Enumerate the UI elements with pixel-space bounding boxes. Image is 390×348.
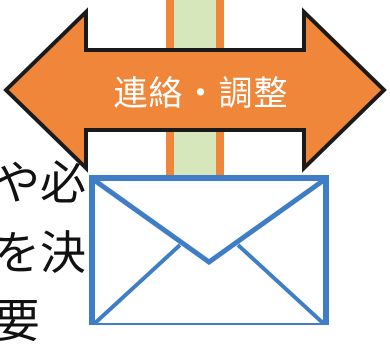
envelope-fold-left — [92, 243, 182, 325]
bar-right-edge — [216, 0, 224, 325]
partial-text-line-1: や必 — [0, 156, 86, 210]
partial-text-line-2: を決 — [0, 226, 86, 280]
bar-left-edge — [166, 0, 174, 325]
arrow-label: 連絡・調整 — [113, 73, 289, 114]
double-arrow-icon — [3, 7, 387, 173]
arrow-shape — [3, 7, 387, 173]
envelope-fold-right — [236, 243, 326, 325]
envelope-icon — [89, 175, 329, 325]
envelope-body — [89, 175, 329, 325]
envelope-flap — [92, 177, 326, 266]
